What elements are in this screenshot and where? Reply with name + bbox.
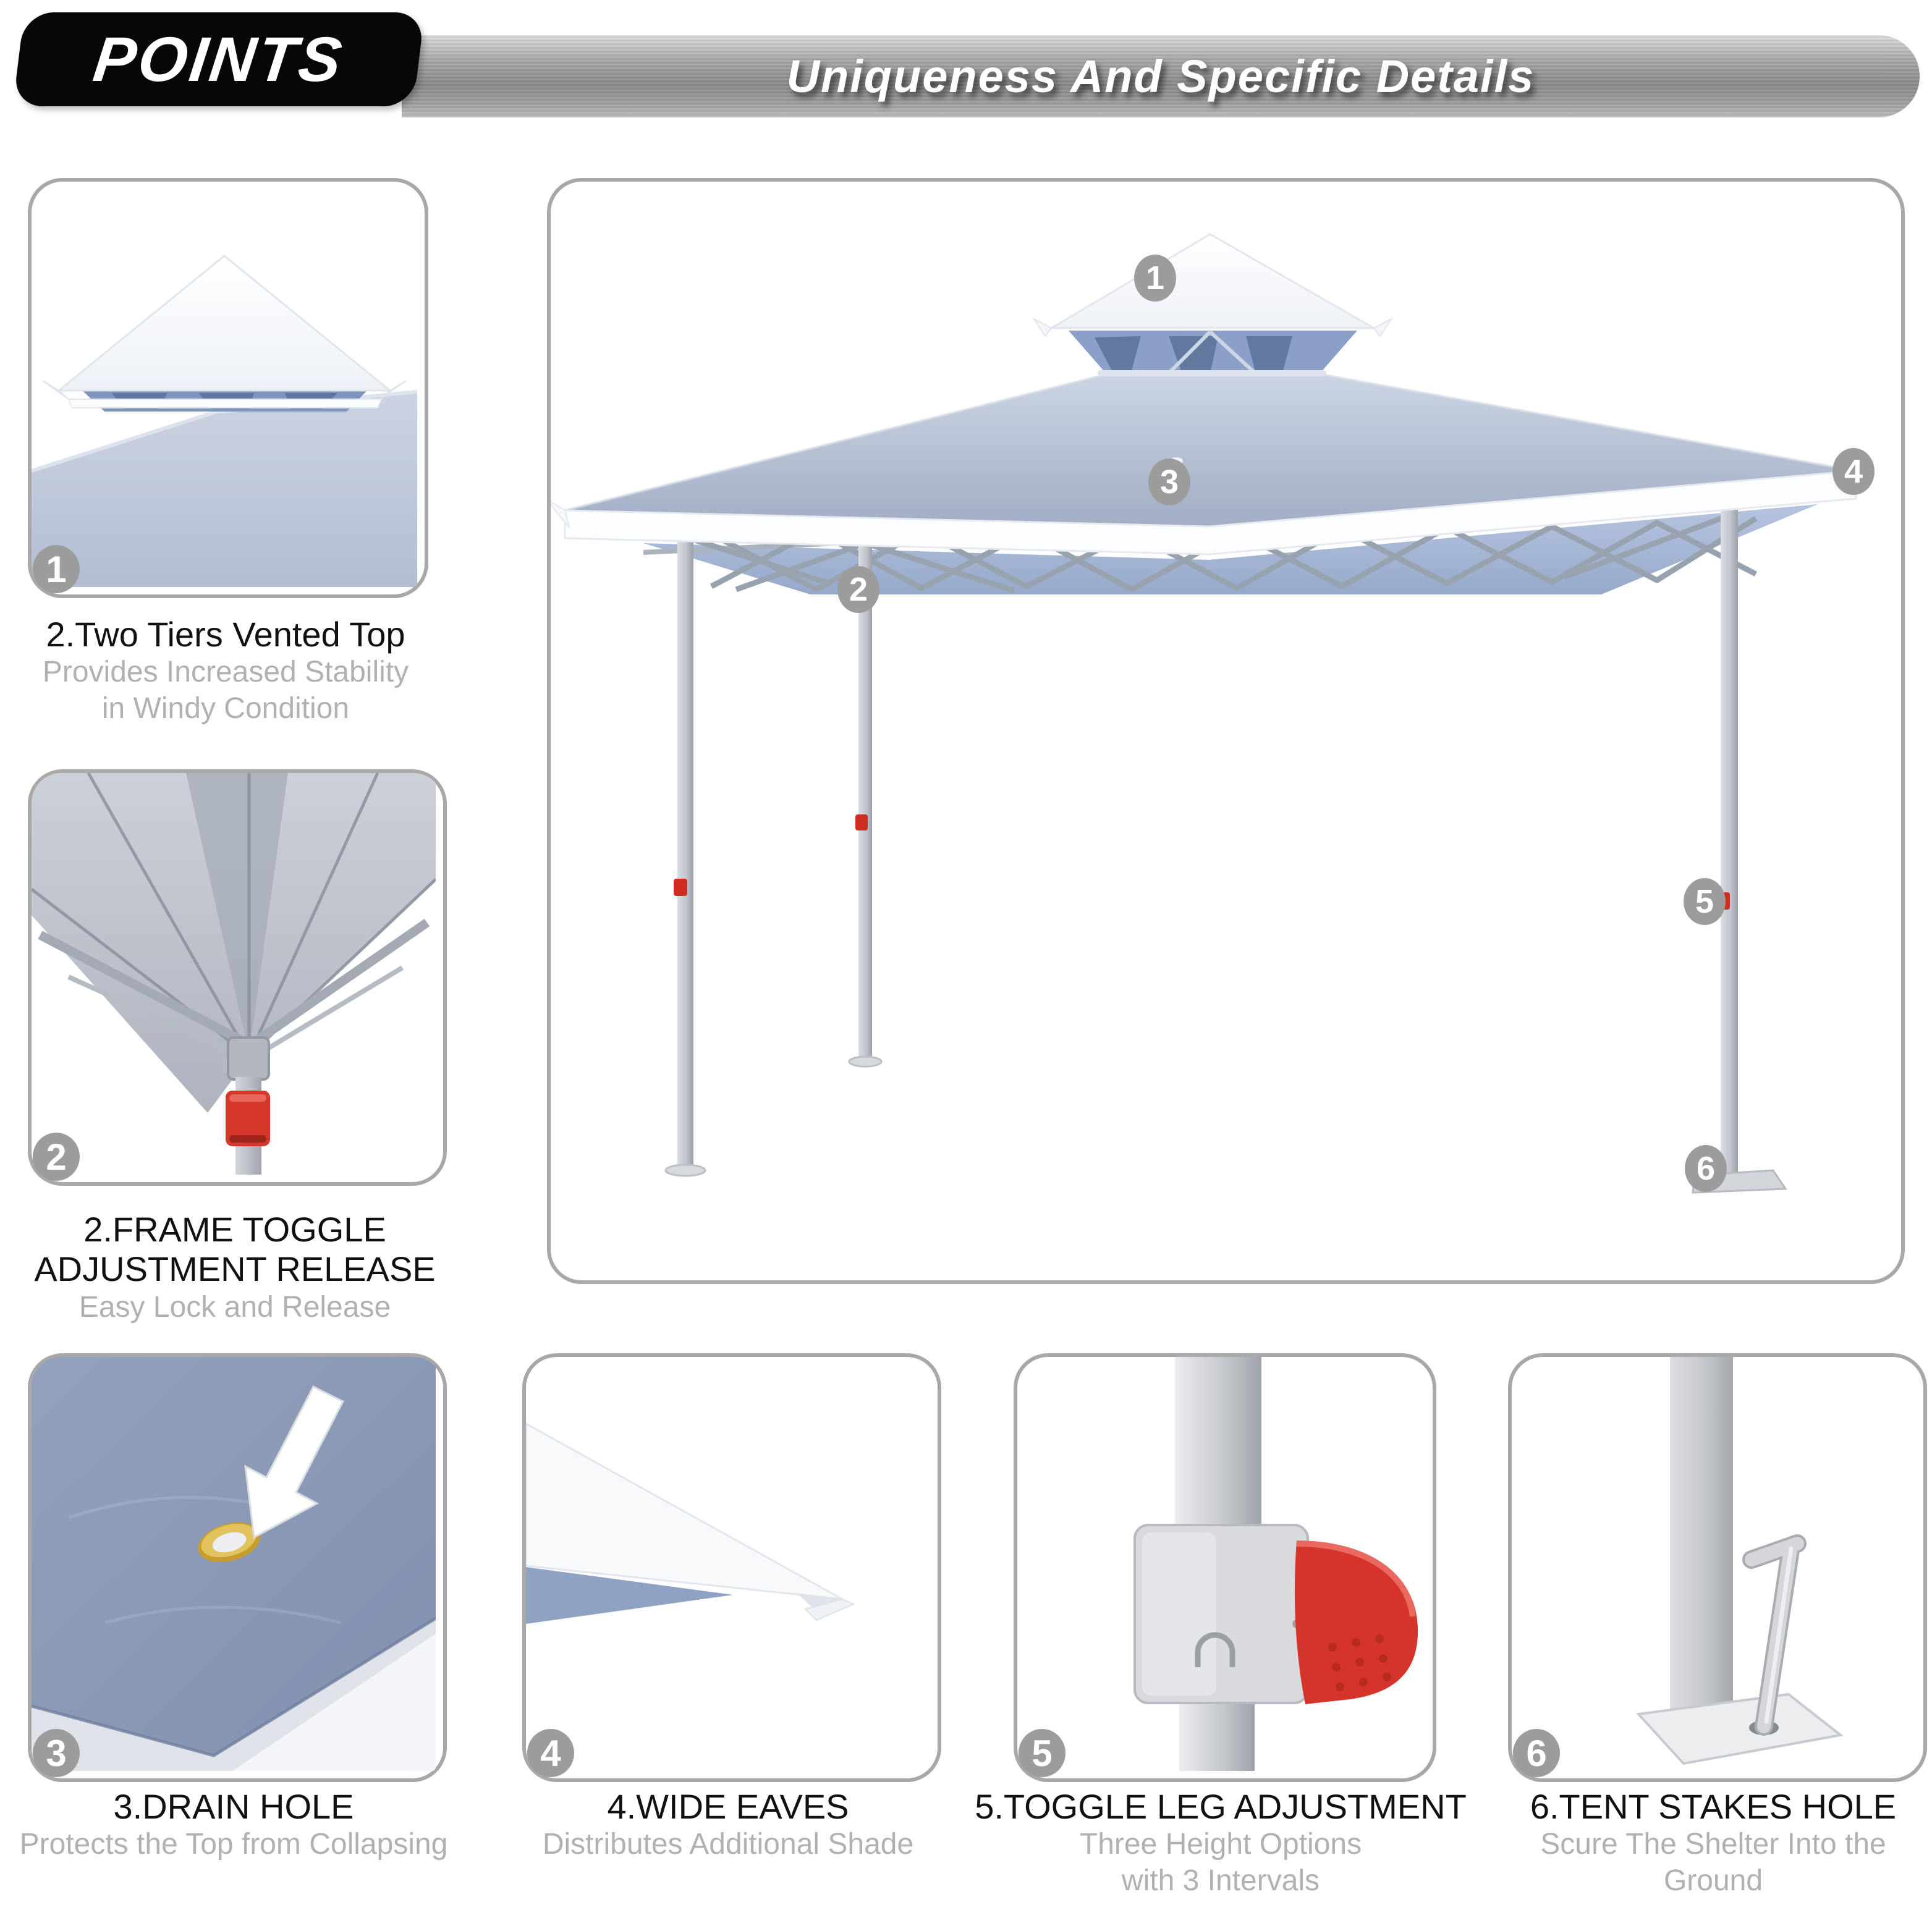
- toggle-leg-desc-1: Three Height Options: [1079, 1828, 1362, 1861]
- stakes-hole-image: [1512, 1357, 1923, 1778]
- stakes-hole-desc-2: Ground: [1663, 1864, 1763, 1897]
- stakes-hole-desc-1: Scure The Shelter Into the: [1540, 1828, 1886, 1861]
- panel-wide-eaves: 4: [522, 1353, 941, 1782]
- callout-badge-2: 2: [33, 1133, 80, 1181]
- vented-top-image: [32, 182, 425, 594]
- diagram-callout-3: 3: [1148, 458, 1190, 505]
- drain-hole-desc: Protects the Top from Collapsing: [19, 1828, 448, 1861]
- panel-vented-top: 1: [28, 178, 428, 598]
- toggle-leg-desc-2: with 3 Intervals: [1121, 1864, 1320, 1897]
- caption-stakes-hole: 6.TENT STAKES HOLE Scure The Shelter Int…: [1497, 1787, 1930, 1899]
- diagram-callout-1: 1: [1134, 255, 1176, 302]
- panel-main-canopy: 1 2 3 4 5 6: [547, 178, 1905, 1284]
- panel-frame-toggle: 2: [28, 769, 447, 1186]
- stakes-hole-title: 6.TENT STAKES HOLE: [1530, 1787, 1897, 1826]
- header-ribbon: Uniqueness And Specific Details: [402, 35, 1920, 117]
- callout-badge-6: 6: [1513, 1729, 1560, 1777]
- canopy-tent-illustration: [551, 233, 1874, 1194]
- frame-toggle-illustration: [32, 773, 436, 1175]
- drain-hole-image: [32, 1357, 443, 1778]
- stakes-hole-illustration: [1635, 1357, 1844, 1765]
- diagram-callout-2: 2: [837, 566, 879, 613]
- diagram-callout-5: 5: [1684, 878, 1726, 925]
- callout-badge-4: 4: [527, 1729, 574, 1777]
- caption-toggle-leg: 5.TOGGLE LEG ADJUSTMENT Three Height Opt…: [967, 1787, 1474, 1899]
- frame-toggle-image: [32, 773, 443, 1182]
- vented-top-illustration: [32, 255, 417, 587]
- drain-hole-illustration: [32, 1357, 436, 1771]
- toggle-leg-title: 5.TOGGLE LEG ADJUSTMENT: [975, 1787, 1467, 1826]
- caption-wide-eaves: 4.WIDE EAVES Distributes Additional Shad…: [512, 1787, 944, 1863]
- caption-vented-top: 2.Two Tiers Vented Top Provides Increase…: [9, 615, 442, 727]
- toggle-leg-illustration: [1133, 1357, 1418, 1771]
- frame-toggle-title-2: ADJUSTMENT RELEASE: [34, 1249, 436, 1289]
- wide-eaves-title: 4.WIDE EAVES: [607, 1787, 849, 1826]
- vented-top-desc-1: Provides Increased Stability: [42, 656, 409, 689]
- vented-top-desc-2: in Windy Condition: [101, 691, 350, 725]
- wide-eaves-desc: Distributes Additional Shade: [542, 1828, 914, 1861]
- diagram-callout-6: 6: [1685, 1145, 1727, 1192]
- wide-eaves-illustration: [526, 1422, 855, 1624]
- callout-badge-5: 5: [1019, 1729, 1066, 1777]
- header-title: Uniqueness And Specific Details: [786, 51, 1535, 102]
- panel-stakes-hole: 6: [1508, 1353, 1927, 1782]
- points-label: POINTS: [90, 23, 348, 95]
- caption-drain-hole: 3.DRAIN HOLE Protects the Top from Colla…: [17, 1787, 450, 1863]
- callout-badge-3: 3: [33, 1729, 80, 1777]
- callout-badge-1: 1: [33, 545, 80, 593]
- toggle-leg-image: [1017, 1357, 1433, 1778]
- main-canopy-image: [551, 182, 1901, 1280]
- frame-toggle-desc: Easy Lock and Release: [78, 1290, 391, 1324]
- panel-drain-hole: 3: [28, 1353, 447, 1782]
- caption-frame-toggle: 2.FRAME TOGGLE ADJUSTMENT RELEASE Easy L…: [0, 1210, 470, 1325]
- wide-eaves-image: [526, 1357, 938, 1778]
- panel-toggle-leg: 5: [1014, 1353, 1436, 1782]
- diagram-callout-4: 4: [1832, 448, 1875, 495]
- frame-toggle-title-1: 2.FRAME TOGGLE: [83, 1210, 386, 1249]
- points-badge: POINTS: [12, 12, 425, 106]
- drain-hole-title: 3.DRAIN HOLE: [113, 1787, 354, 1826]
- vented-top-title: 2.Two Tiers Vented Top: [46, 615, 405, 654]
